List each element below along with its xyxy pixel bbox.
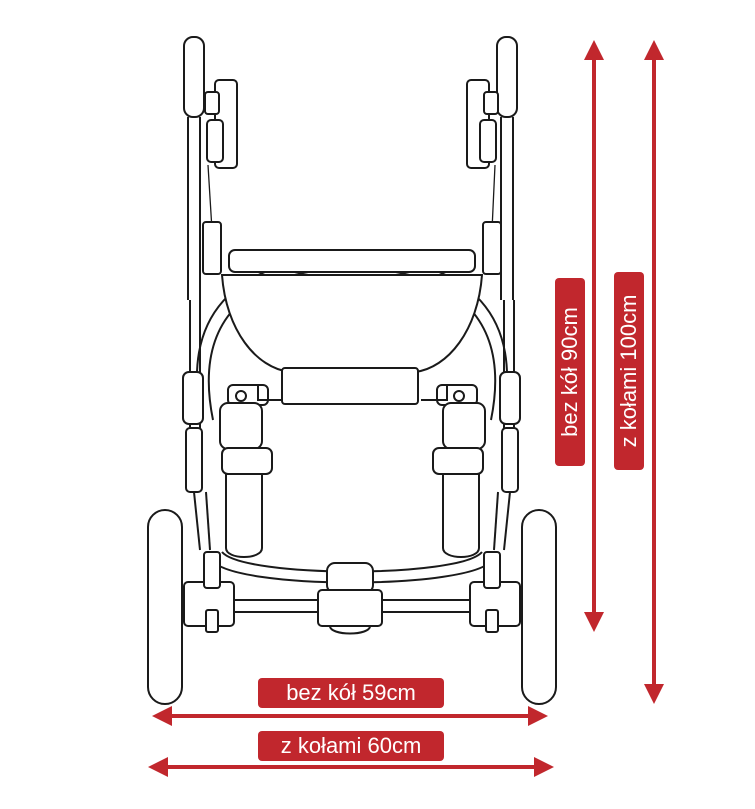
right-upper-frame (466, 79, 502, 275)
left-wheel (147, 509, 183, 705)
center-brake (317, 562, 383, 635)
left-handle (183, 36, 205, 300)
left-hub (183, 551, 235, 633)
width-with-wheels-label: z kołami 60cm (258, 731, 444, 761)
dimension-arrows (148, 40, 664, 777)
axle-bar (224, 599, 481, 613)
height-with-wheels-label: z kołami 100cm (614, 272, 644, 470)
right-suspension (421, 384, 486, 558)
left-lower-frame (182, 300, 211, 551)
seat (220, 249, 484, 405)
width-without-wheels-label: bez kół 59cm (258, 678, 444, 708)
stroller-drawing (147, 36, 557, 705)
right-wheel (521, 509, 557, 705)
right-lower-frame (493, 300, 521, 551)
height-without-wheels-label: bez kół 90cm (555, 278, 585, 466)
right-hub (469, 551, 521, 633)
left-suspension (219, 384, 282, 558)
left-upper-frame (202, 79, 238, 275)
